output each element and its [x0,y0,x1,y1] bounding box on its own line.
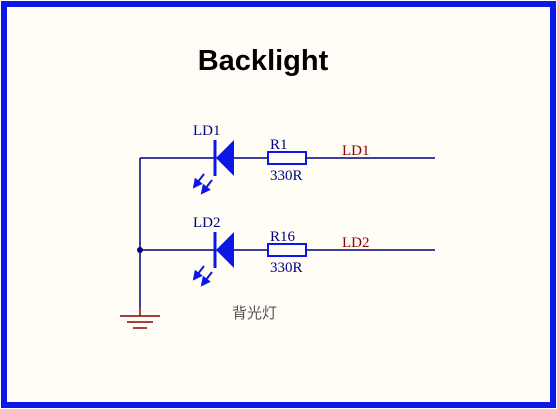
schematic-title: Backlight [198,45,329,77]
resistor-value: 330R [270,260,303,276]
net-label: LD1 [342,143,370,159]
resistor-designator: R16 [270,229,296,245]
net-label: LD2 [342,235,370,251]
resistor-value: 330R [270,168,303,184]
resistor-designator: R1 [270,137,288,153]
led-designator: LD1 [193,123,221,139]
channel-ld1: LD1 R1 330R LD1 [140,123,435,195]
ground-icon [120,308,160,329]
backlight-note: 背光灯 [232,304,277,322]
channel-ld2: LD2 R16 330R LD2 [140,215,435,287]
led-designator: LD2 [193,215,221,231]
led-icon [192,232,234,287]
led-icon [192,140,234,195]
